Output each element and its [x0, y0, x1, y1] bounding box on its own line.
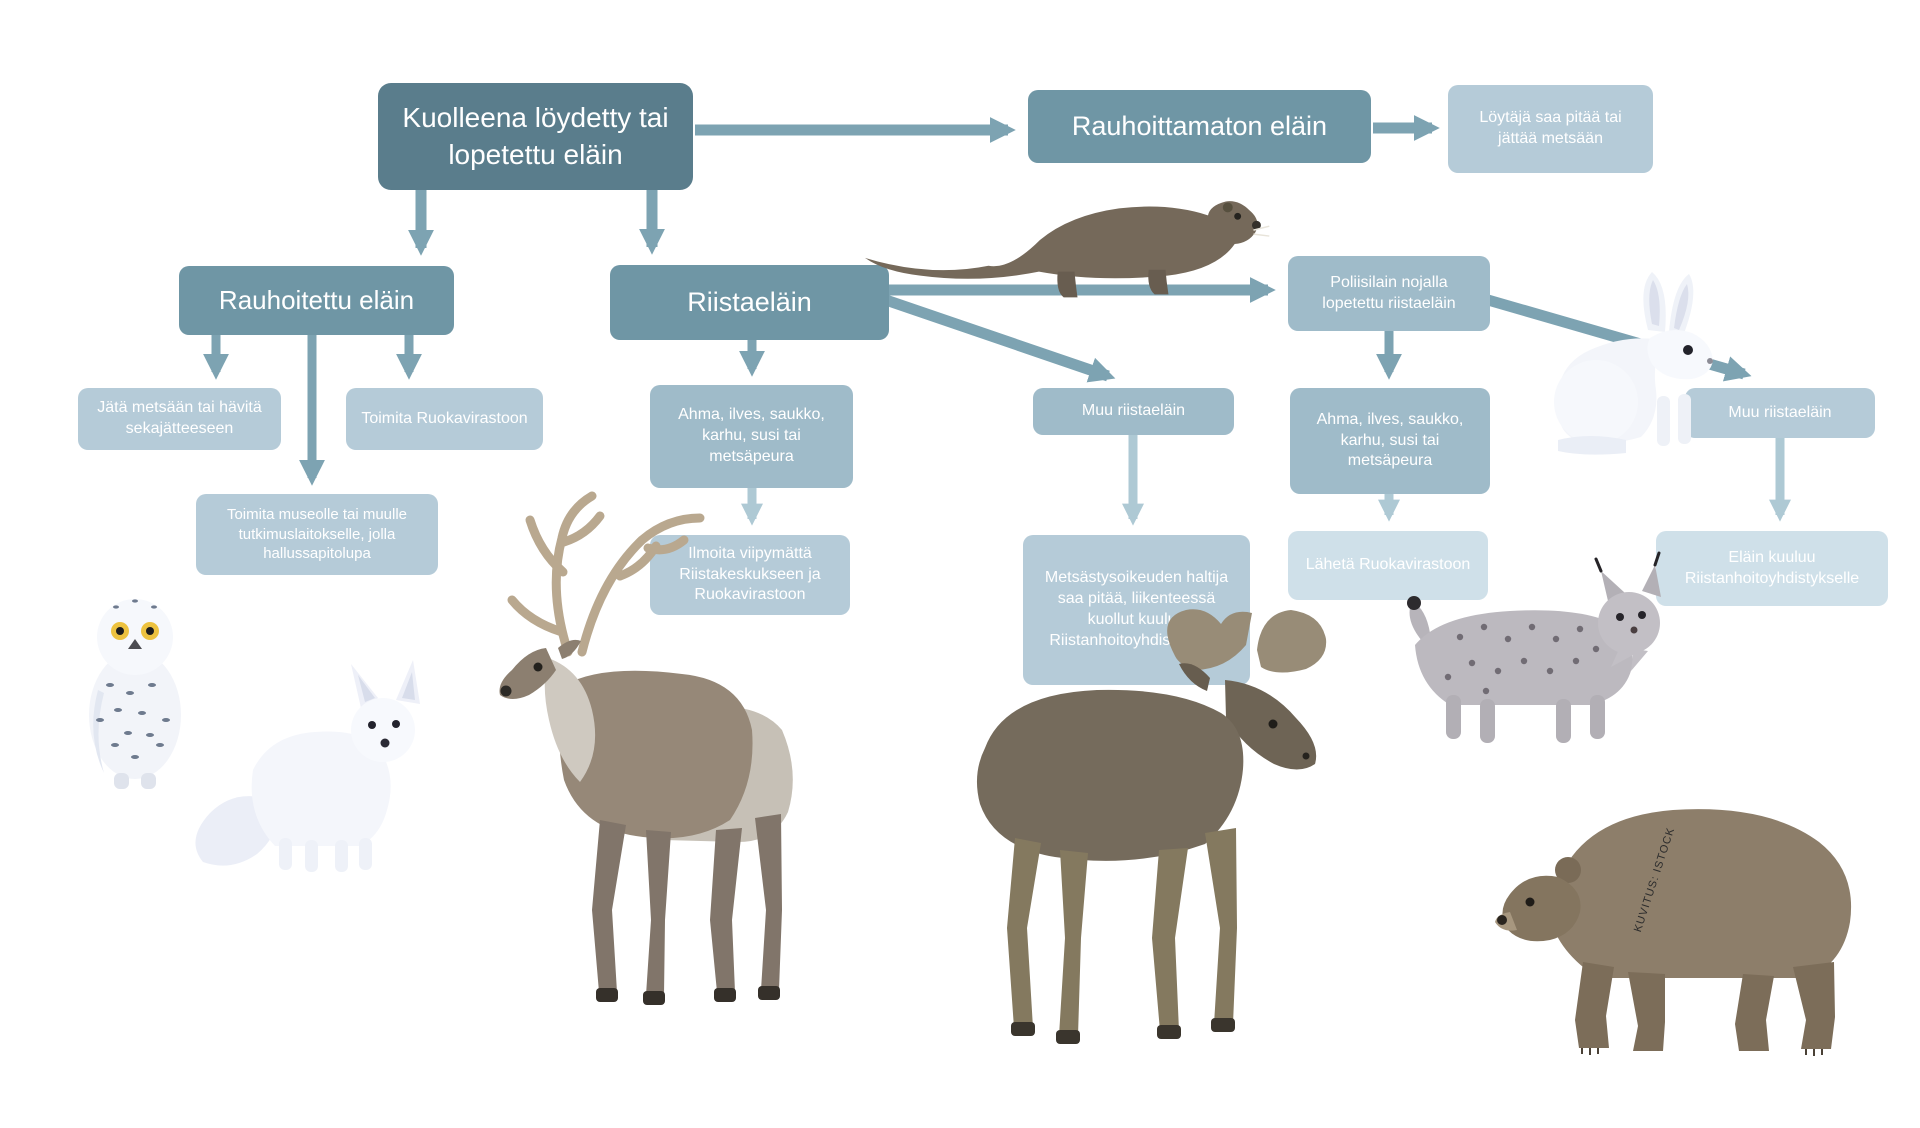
brown-bear-illustration — [1488, 762, 1888, 1057]
lynx-icon — [1407, 551, 1661, 743]
node-elain-kuuluu: Eläin kuuluu Riistanhoitoyhdistykselle — [1656, 531, 1888, 606]
otter-icon — [864, 201, 1270, 298]
brown-bear-icon — [1495, 809, 1852, 1056]
arctic-fox-icon — [195, 660, 420, 872]
node-ilmoita-viipymatta: Ilmoita viipymättä Riistakeskukseen ja R… — [650, 535, 850, 615]
node-rauhoitettu-elain: Rauhoitettu eläin — [179, 266, 454, 335]
arrow-riistaelain-to-muu1 — [884, 294, 1116, 383]
snowy-owl-illustration — [60, 585, 210, 795]
forest-reindeer-illustration — [450, 480, 865, 1015]
moose-icon — [976, 609, 1327, 1044]
node-riistaelain: Riistaeläin — [610, 265, 889, 340]
lynx-illustration — [1380, 545, 1680, 745]
snowy-owl-icon — [89, 599, 181, 789]
node-toimita-museolle: Toimita museolle tai muulle tutkimuslait… — [196, 494, 438, 575]
mountain-hare-illustration — [1530, 268, 1745, 468]
node-loytaja-saa-pitaa: Löytäjä saa pitää tai jättää metsään — [1448, 85, 1653, 173]
node-jata-metsaan: Jätä metsään tai hävitä sekajätteeseen — [78, 388, 281, 450]
forest-reindeer-icon — [499, 491, 793, 1005]
node-rauhoittamaton-elain: Rauhoittamaton eläin — [1028, 90, 1371, 163]
node-muu-riistaelain-2: Muu riistaeläin — [1685, 388, 1875, 438]
mountain-hare-icon — [1554, 272, 1713, 455]
arctic-fox-illustration — [175, 650, 431, 875]
node-laheta-ruokavirastoon: Lähetä Ruokavirastoon — [1288, 531, 1488, 600]
node-kuolleena-loydetty: Kuolleena löydetty tai lopetettu eläin — [378, 83, 693, 190]
node-poliisilain-nojalla: Poliisilain nojalla lopetettu riistaeläi… — [1288, 256, 1490, 331]
node-ahma-ilves-1: Ahma, ilves, saukko, karhu, susi tai met… — [650, 385, 853, 488]
moose-illustration — [875, 598, 1340, 1063]
otter-illustration — [860, 180, 1295, 305]
node-ahma-ilves-2: Ahma, ilves, saukko, karhu, susi tai met… — [1290, 388, 1490, 494]
node-muu-riistaelain-1: Muu riistaeläin — [1033, 388, 1234, 435]
node-toimita-ruokavirastoon: Toimita Ruokavirastoon — [346, 388, 543, 450]
